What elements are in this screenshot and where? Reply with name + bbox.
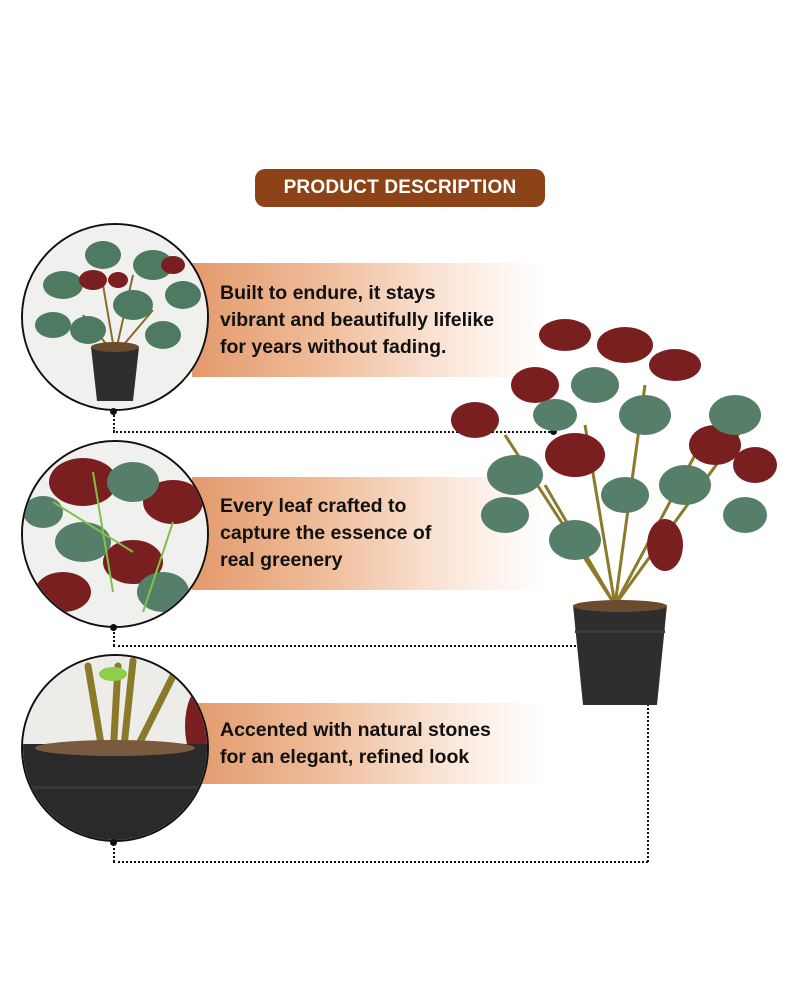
connector-line-3-up [647, 608, 649, 862]
feature-image-plant-overview [21, 223, 209, 411]
connector-dot-1 [110, 408, 117, 415]
leaf-closeup-icon [23, 442, 207, 626]
connector-line-2-vertical [113, 628, 115, 646]
feature-image-leaf-detail [21, 440, 209, 628]
plant-closeup-icon [23, 225, 207, 409]
connector-line-2-horizontal [113, 645, 616, 647]
connector-dot-1-end [550, 428, 557, 435]
feature-text-2: Every leaf crafted to capture the essenc… [220, 495, 432, 571]
feature-banner-2: Every leaf crafted to capture the essenc… [192, 477, 542, 590]
product-image [445, 305, 790, 715]
connector-line-1-vertical [113, 412, 115, 432]
connector-line-3-horizontal [113, 861, 648, 863]
feature-image-pot-stones [21, 654, 209, 842]
connector-dot-3 [110, 839, 117, 846]
potted-plant-icon [451, 319, 777, 705]
feature-banner-1: Built to endure, it stays vibrant and be… [192, 263, 542, 377]
pot-closeup-icon [23, 656, 207, 840]
feature-text-1: Built to endure, it stays vibrant and be… [220, 281, 495, 358]
connector-line-1-horizontal [113, 431, 553, 433]
feature-text-3: Accented with natural stones for an eleg… [220, 718, 491, 768]
feature-banner-3: Accented with natural stones for an eleg… [192, 703, 542, 784]
section-title: PRODUCT DESCRIPTION [255, 169, 545, 207]
connector-line-3-vertical [113, 843, 115, 862]
connector-dot-2 [110, 624, 117, 631]
